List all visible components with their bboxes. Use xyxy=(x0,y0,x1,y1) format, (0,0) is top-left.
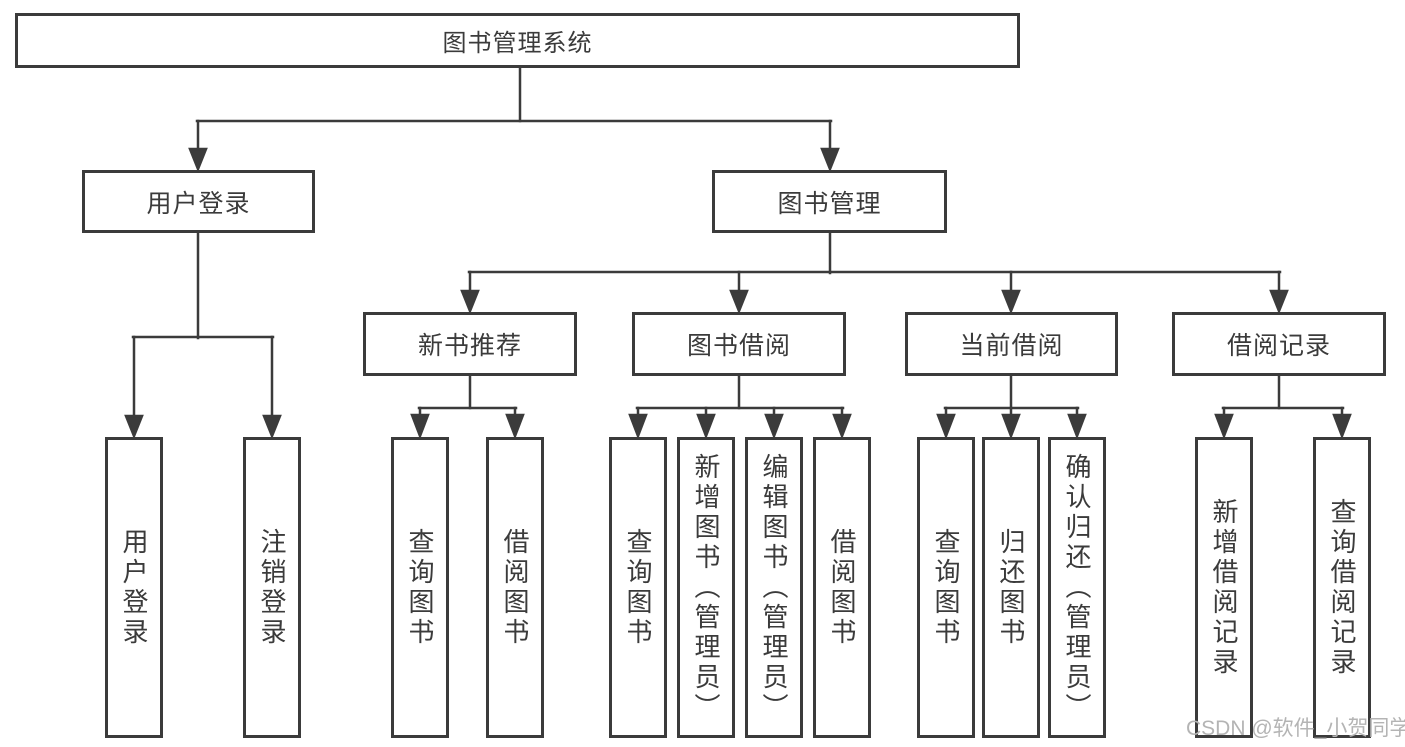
leaf-label: 确认归还（管理员） xyxy=(1062,452,1092,723)
leaf-return-books: 归还图书 xyxy=(982,437,1040,738)
leaf-label: 编辑图书（管理员） xyxy=(759,452,789,723)
node-label: 借阅记录 xyxy=(1226,332,1331,360)
node-label: 图书借阅 xyxy=(686,332,791,360)
node-label: 图书管理 xyxy=(777,189,882,218)
leaf-label: 查询借阅记录 xyxy=(1327,497,1357,678)
leaf-edit-books-admin: 编辑图书（管理员） xyxy=(745,437,803,738)
leaf-add-books-admin: 新增图书（管理员） xyxy=(677,437,735,738)
node-current-borrowing: 当前借阅 xyxy=(905,312,1118,376)
node-root: 图书管理系统 xyxy=(15,13,1020,68)
leaf-query-borrow-record: 查询借阅记录 xyxy=(1313,437,1371,738)
leaf-label: 归还图书 xyxy=(996,527,1026,648)
leaf-user-login: 用户登录 xyxy=(105,437,163,738)
leaf-logout: 注销登录 xyxy=(243,437,301,738)
leaf-label: 借阅图书 xyxy=(827,527,857,648)
leaf-query-books-current: 查询图书 xyxy=(917,437,975,738)
leaf-label: 新增图书（管理员） xyxy=(691,452,721,723)
leaf-label: 用户登录 xyxy=(119,527,149,648)
leaf-borrow-books-recommend: 借阅图书 xyxy=(486,437,544,738)
node-label: 用户登录 xyxy=(146,189,251,218)
node-book-management: 图书管理 xyxy=(712,170,947,233)
leaf-label: 查询图书 xyxy=(931,527,961,648)
leaf-query-books-borrowing: 查询图书 xyxy=(609,437,667,738)
leaf-label: 查询图书 xyxy=(405,527,435,648)
node-user-login: 用户登录 xyxy=(82,170,315,233)
leaf-add-borrow-record: 新增借阅记录 xyxy=(1195,437,1253,738)
leaf-confirm-return-admin: 确认归还（管理员） xyxy=(1048,437,1106,738)
node-label: 新书推荐 xyxy=(417,332,522,360)
leaf-label: 借阅图书 xyxy=(500,527,530,648)
node-borrowing-records: 借阅记录 xyxy=(1172,312,1386,376)
node-label: 图书管理系统 xyxy=(442,30,593,57)
node-new-book-recommendation: 新书推荐 xyxy=(363,312,577,376)
leaf-borrow-books-borrowing: 借阅图书 xyxy=(813,437,871,738)
leaf-query-books-recommend: 查询图书 xyxy=(391,437,449,738)
node-label: 当前借阅 xyxy=(959,332,1064,360)
leaf-label: 查询图书 xyxy=(623,527,653,648)
leaf-label: 注销登录 xyxy=(257,527,287,648)
watermark: CSDN @软件_小贺同学 xyxy=(1186,717,1405,740)
node-book-borrowing: 图书借阅 xyxy=(632,312,846,376)
leaf-label: 新增借阅记录 xyxy=(1209,497,1239,678)
